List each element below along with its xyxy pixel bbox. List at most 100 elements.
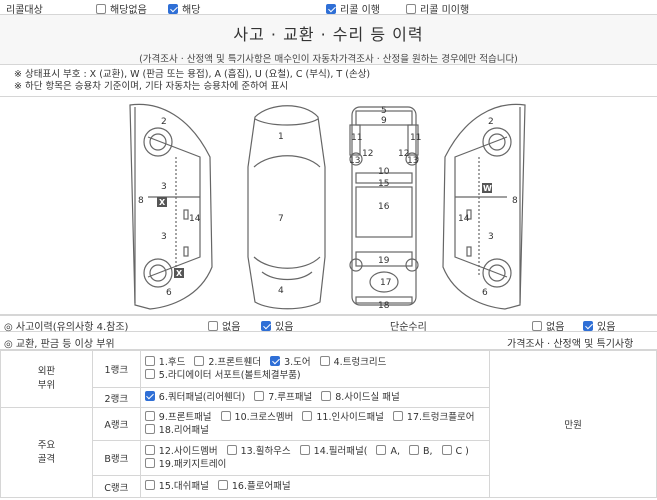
part-label-8r: 8 <box>512 196 518 206</box>
main-frame-label: 주요 골격 <box>0 407 93 498</box>
accident-yes-checkbox[interactable] <box>261 321 271 331</box>
part-label-14l: 14 <box>189 214 201 224</box>
rank-option[interactable]: 14.필러패널( <box>299 445 368 458</box>
rank-option-label: 7.루프패널 <box>268 392 313 403</box>
rank-option[interactable]: 9.프론트패널 <box>144 411 212 424</box>
notes-row: ※ 상태표시 부호 : X (교환), W (판금 또는 용접), A (흠집)… <box>0 65 657 97</box>
rank-option[interactable]: 4.트렁크리드 <box>319 356 387 369</box>
part-label-7: 7 <box>278 214 284 224</box>
recall-notdone-checkbox[interactable] <box>406 4 416 14</box>
recall-done-option[interactable]: 리콜 이행 <box>326 1 380 16</box>
accident-no-label: 없음 <box>222 322 241 333</box>
rank-option[interactable]: 11.인사이드패널 <box>302 411 384 424</box>
rank-option-checkbox[interactable] <box>144 445 155 455</box>
rank-option-checkbox[interactable] <box>226 445 237 455</box>
rank-option-label: 13.휠하우스 <box>240 446 291 457</box>
rank-option-checkbox[interactable] <box>144 391 155 401</box>
part-label-3l-bot: 3 <box>161 232 167 242</box>
recall-none-option[interactable]: 해당없음 <box>96 1 147 16</box>
rank-a-label: A랭크 <box>91 407 141 441</box>
rank-option[interactable]: 15.대쉬패널 <box>144 480 209 493</box>
recall-notdone-option[interactable]: 리콜 미이행 <box>406 1 469 16</box>
rank-c-options: 15.대쉬패널 16.플로어패널 <box>139 475 491 498</box>
rank-option-label: 4.트렁크리드 <box>333 357 387 368</box>
rank-option[interactable]: 13.휠하우스 <box>226 445 291 458</box>
part-label-19: 19 <box>378 256 390 266</box>
recall-done-label: 리콜 이행 <box>340 5 380 16</box>
part-label-3l-top: 3 <box>161 182 167 192</box>
part-label-15: 15 <box>378 179 389 189</box>
part-label-6l: 6 <box>166 288 172 298</box>
rank-option[interactable]: 8.사이드실 패널 <box>321 391 400 404</box>
rank-option-checkbox[interactable] <box>194 356 205 366</box>
rank-option-checkbox[interactable] <box>299 445 310 455</box>
rank-option-checkbox[interactable] <box>270 356 281 366</box>
rank-option-label: A, <box>390 446 400 457</box>
rank-option[interactable]: C ) <box>441 445 469 458</box>
rank-a-options: 9.프론트패널 10.크로스멤버 11.인사이드패널 17.트렁크플로어 18.리어패널 <box>139 407 491 441</box>
rank-option[interactable]: 18.리어패널 <box>144 424 209 437</box>
rank-option-label: 15.대쉬패널 <box>158 481 209 492</box>
car-right-side <box>442 103 526 310</box>
rank-option[interactable]: 3.도어 <box>270 356 311 369</box>
recall-yes-option[interactable]: 해당 <box>168 1 200 16</box>
recall-none-checkbox[interactable] <box>96 4 106 14</box>
car-top-view <box>247 105 326 310</box>
simple-repair-yes-checkbox[interactable] <box>583 321 593 331</box>
rank-option[interactable]: B, <box>408 445 433 458</box>
rank-option[interactable]: 17.트렁크플로어 <box>392 411 474 424</box>
simple-repair-no-checkbox[interactable] <box>532 321 542 331</box>
rank-option-checkbox[interactable] <box>144 411 155 421</box>
rank-option-checkbox[interactable] <box>319 356 330 366</box>
rank-2-label: 2랭크 <box>91 387 141 408</box>
rank-option[interactable]: A, <box>376 445 400 458</box>
recall-yes-checkbox[interactable] <box>168 4 178 14</box>
rank-option-label: 1.후드 <box>158 357 186 368</box>
accident-no-checkbox[interactable] <box>208 321 218 331</box>
rank-option-checkbox[interactable] <box>144 458 155 468</box>
rank-option[interactable]: 2.프론트휀더 <box>194 356 261 369</box>
status-marks: X X W <box>157 183 492 278</box>
rank-option[interactable]: 5.라디에이터 서포트(볼트체결부품) <box>144 369 301 382</box>
rank-option[interactable]: 1.후드 <box>144 356 186 369</box>
part-label-9: 9 <box>381 116 387 126</box>
part-label-2l: 2 <box>161 117 167 127</box>
rank-option-checkbox[interactable] <box>302 411 313 421</box>
simple-repair-no-option[interactable]: 없음 <box>532 318 564 333</box>
rank-option-label: 14.필러패널( <box>313 446 368 457</box>
car-diagram-area: 2 3 8 14 3 6 1 7 4 5 9 11 11 12 12 13 13… <box>0 97 657 315</box>
exchange-header-left: ◎ 교환, 판금 등 이상 부위 <box>4 339 115 350</box>
rank-1-label: 1랭크 <box>91 350 141 388</box>
recall-done-checkbox[interactable] <box>326 4 336 14</box>
rank-option[interactable]: 7.루프패널 <box>254 391 312 404</box>
rank-option-checkbox[interactable] <box>392 411 403 421</box>
rank-1-options: 1.후드 2.프론트휀더 3.도어 4.트렁크리드 5.라디에이터 서포트(볼트체결부품… <box>139 350 491 388</box>
rank-option-checkbox[interactable] <box>144 356 155 366</box>
rank-option-label: 6.쿼터패널(리어휀더) <box>158 392 246 403</box>
rank-option-checkbox[interactable] <box>376 445 387 455</box>
rank-option-checkbox[interactable] <box>144 369 155 379</box>
mark-x-door: X <box>159 198 166 207</box>
rank-option-checkbox[interactable] <box>144 480 155 490</box>
accident-yes-option[interactable]: 있음 <box>261 318 293 333</box>
rank-option[interactable]: 16.플로어패널 <box>217 480 291 493</box>
rank-option-checkbox[interactable] <box>321 391 332 401</box>
rank-option[interactable]: 19.패키지트레이 <box>144 458 226 471</box>
rank-option-checkbox[interactable] <box>144 424 155 434</box>
rank-option-checkbox[interactable] <box>408 445 419 455</box>
rank-option[interactable]: 10.크로스멤버 <box>220 411 293 424</box>
part-label-16: 16 <box>378 202 390 212</box>
rank-option-checkbox[interactable] <box>441 445 452 455</box>
rank-option-checkbox[interactable] <box>217 480 228 490</box>
rank-option-checkbox[interactable] <box>220 411 231 421</box>
rank-option[interactable]: 6.쿼터패널(리어휀더) <box>144 391 246 404</box>
accident-no-option[interactable]: 없음 <box>208 318 240 333</box>
part-label-5: 5 <box>381 106 387 116</box>
car-left-side <box>129 103 213 310</box>
history-title: 사고 · 교환 · 수리 등 이력 <box>233 25 424 44</box>
rank-option-label: 18.리어패널 <box>158 425 209 436</box>
part-label-11l: 11 <box>351 133 362 143</box>
rank-option[interactable]: 12.사이드멤버 <box>144 445 218 458</box>
simple-repair-yes-option[interactable]: 있음 <box>583 318 615 333</box>
rank-option-checkbox[interactable] <box>254 391 265 401</box>
